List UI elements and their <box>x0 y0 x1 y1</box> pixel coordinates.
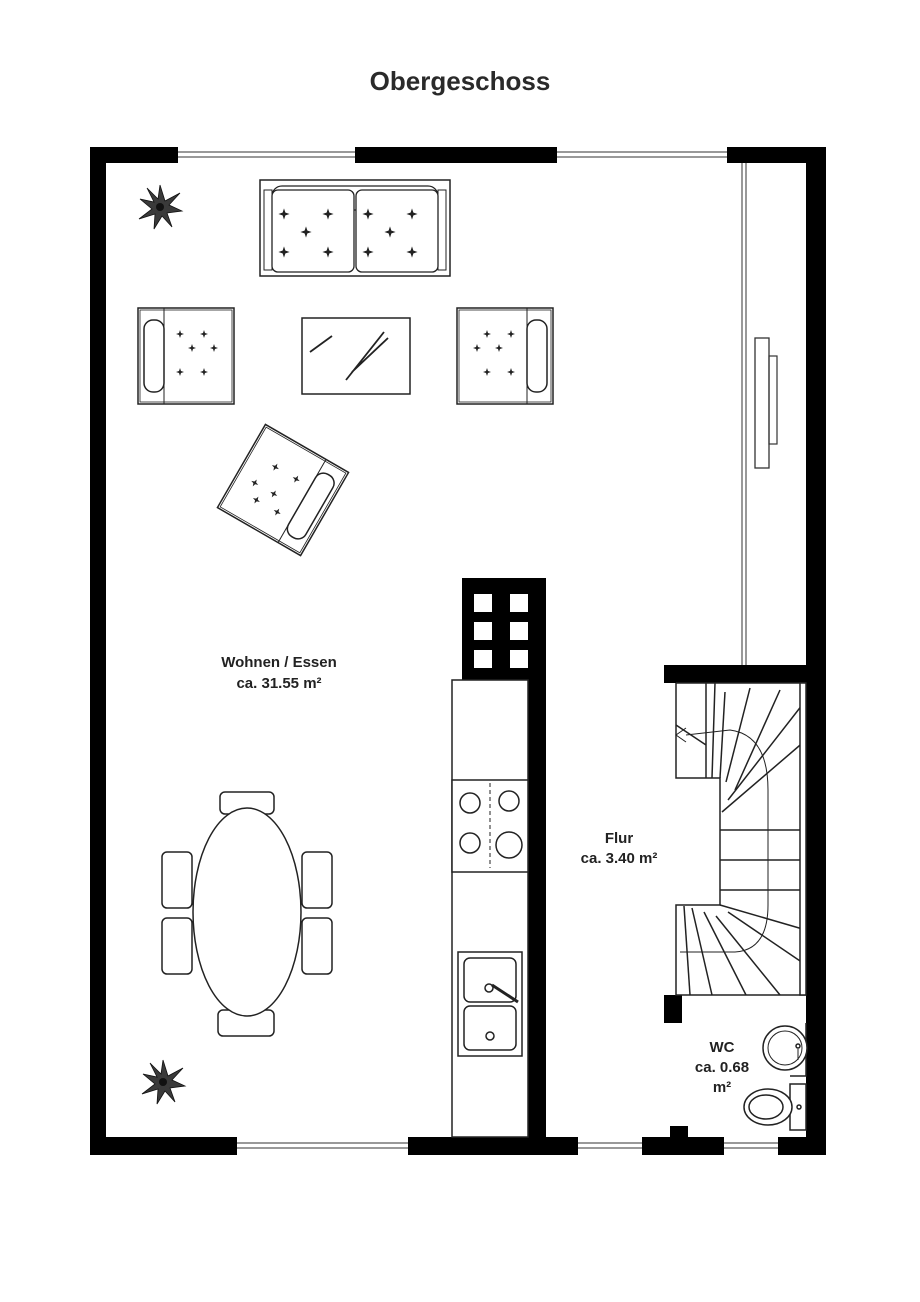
stairs-icon <box>675 682 807 996</box>
toilet-icon <box>743 1083 807 1131</box>
dining-table-icon <box>161 791 333 1037</box>
room-name: WC <box>710 1039 735 1056</box>
washbasin-icon <box>762 1023 808 1077</box>
walls <box>90 147 826 1155</box>
kitchen-counter <box>451 679 529 1138</box>
plant-icon <box>141 1059 186 1105</box>
room-name: Flur <box>605 830 633 847</box>
room-name: Wohnen / Essen <box>221 654 337 671</box>
room-area: ca. 31.55 m² <box>236 675 321 692</box>
room-label-wohnen: Wohnen / Essen ca. 31.55 m² <box>221 654 337 692</box>
room-area: ca. 0.68 <box>695 1059 749 1076</box>
room-area-unit: m² <box>713 1079 731 1096</box>
room-area: ca. 3.40 m² <box>581 850 658 867</box>
coffee-table-icon <box>301 317 411 395</box>
room-label-wc: WC ca. 0.68 m² <box>695 1039 749 1096</box>
armchair-icon <box>457 308 553 404</box>
armchair-icon <box>217 424 348 555</box>
armchair-icon <box>138 308 234 404</box>
plant-icon <box>138 184 183 230</box>
sofa-icon <box>259 179 451 277</box>
room-label-flur: Flur ca. 3.40 m² <box>581 830 658 867</box>
plan-title: Obergeschoss <box>369 66 551 96</box>
windows <box>178 151 778 1149</box>
